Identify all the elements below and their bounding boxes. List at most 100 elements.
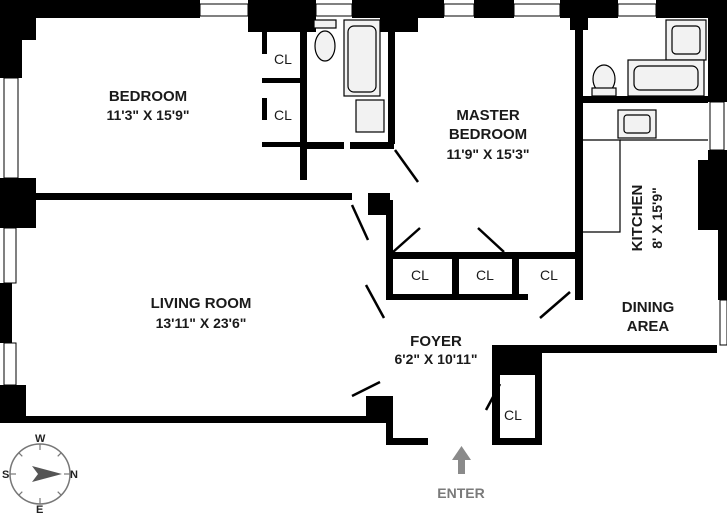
wall-cl-top-2	[452, 252, 512, 259]
wall-cl-div-2	[512, 252, 519, 297]
door-living	[351, 380, 381, 398]
wall-bed-living-2	[270, 193, 352, 200]
wall-hall-v	[386, 200, 393, 300]
window-top-master-2	[513, 3, 561, 17]
arrow-shaft	[458, 458, 465, 474]
wall-top-7	[570, 0, 588, 30]
wall-hall-block	[368, 193, 390, 215]
wall-left-pier-1	[0, 178, 36, 228]
entrance-arrow	[452, 446, 471, 474]
window-right-kitchen	[709, 101, 725, 151]
window-left-living-1	[3, 227, 17, 284]
wall-closet-shelf-2	[262, 142, 307, 147]
closet-label-bedroom-2: CL	[274, 107, 292, 123]
walls	[0, 0, 727, 445]
wall-foyer-cl-right	[535, 345, 542, 445]
toilet-bowl	[314, 30, 336, 62]
wall-foyer-bottom-left	[386, 438, 428, 445]
window-left-living-2	[3, 342, 17, 386]
kitchen-counter	[583, 139, 708, 233]
closet-label-hall-3: CL	[540, 267, 558, 283]
window-top-master-1	[443, 3, 475, 17]
wall-cl-top-3	[512, 252, 582, 259]
toilet-tank	[313, 19, 337, 29]
compass-e: E	[36, 504, 43, 515]
wall-top-2	[248, 0, 316, 32]
wall-dining-bottom	[492, 345, 717, 353]
wall-top-8	[656, 0, 716, 18]
wall-foyer-right-h	[492, 438, 542, 445]
wall-top-5	[474, 0, 514, 18]
wall-closet-stub-1	[262, 32, 267, 54]
window-top-bedroom	[199, 3, 249, 17]
foyer-dims: 6'2" X 10'11"	[395, 351, 478, 367]
foyer-name: FOYER	[410, 333, 462, 350]
door-cl-2	[477, 227, 505, 253]
wall-kitchen-top	[583, 96, 708, 103]
bath2-sink-inner	[671, 25, 701, 55]
door-cl-1	[392, 227, 421, 253]
wall-cl-top-1	[386, 252, 452, 259]
wall-cl-div-1	[452, 252, 459, 297]
kitchen-counter-line	[583, 139, 621, 233]
window-right-dining	[719, 299, 727, 346]
wall-left-corner-top	[0, 18, 36, 40]
door-hall-1	[350, 204, 370, 241]
wall-master-right	[575, 30, 583, 300]
room-labels: BEDROOM 11'3" X 15'9" MASTER BEDROOM 11'…	[107, 51, 675, 501]
wall-right-low	[718, 230, 727, 300]
master-bedroom-name-1: MASTER	[456, 107, 520, 124]
master-bedroom-dims: 11'9" X 15'3"	[447, 146, 530, 162]
compass-w: W	[35, 433, 46, 445]
kitchen-name: KITCHEN	[629, 185, 646, 252]
wall-closet-stub-2	[262, 98, 267, 120]
wall-bath-bottom	[300, 142, 344, 149]
door-master	[393, 149, 420, 183]
window-top-bath	[315, 3, 353, 17]
wall-left-mid	[0, 283, 12, 343]
closet-label-foyer: CL	[504, 407, 522, 423]
wall-foyer-right-v	[492, 345, 500, 445]
wall-foyer-left-v	[386, 396, 393, 445]
bath2-toilet-tank	[591, 87, 617, 97]
wall-right-pier	[698, 160, 710, 230]
master-bedroom-name-2: BEDROOM	[449, 126, 527, 143]
doors	[350, 149, 571, 411]
compass-s: S	[2, 469, 9, 481]
wall-left-bottom	[0, 385, 26, 422]
bedroom-dims: 11'3" X 15'9"	[107, 107, 190, 123]
bath-sink	[355, 99, 385, 133]
wall-closet-col	[300, 32, 307, 180]
wall-living-bottom	[0, 416, 388, 423]
kitchen-dims: 8' X 15'9"	[649, 187, 665, 249]
wall-living-corner	[366, 396, 388, 423]
bathtub-inner	[347, 25, 377, 93]
door-hall-2	[364, 284, 386, 319]
kitchen-sink-inner	[623, 114, 651, 134]
windows	[3, 3, 727, 386]
wall-closet-shelf-1	[262, 78, 307, 83]
window-left-bedroom	[3, 77, 19, 179]
wall-bath-right	[388, 32, 395, 144]
window-top-kitchen	[617, 3, 657, 17]
bedroom-name: BEDROOM	[109, 88, 187, 105]
compass-ticks	[10, 444, 70, 504]
closet-label-hall-2: CL	[476, 267, 494, 283]
wall-top-1	[0, 0, 200, 18]
compass: N S W E	[2, 433, 78, 515]
wall-right-mid	[708, 150, 727, 230]
door-cl-3	[539, 291, 571, 319]
wall-bath-bottom-2	[350, 142, 394, 149]
closet-label-bedroom-1: CL	[274, 51, 292, 67]
living-room-dims: 13'11" X 23'6"	[156, 315, 247, 331]
wall-bed-living	[20, 193, 270, 200]
living-room-name: LIVING ROOM	[151, 295, 252, 312]
bath2-tub-inner	[633, 65, 699, 91]
dining-line1: DINING	[622, 299, 675, 316]
door-entry	[484, 383, 502, 411]
wall-top-4	[380, 0, 418, 32]
arrow-head	[452, 446, 471, 460]
enter-label: ENTER	[437, 485, 484, 501]
wall-top-6	[560, 0, 618, 18]
